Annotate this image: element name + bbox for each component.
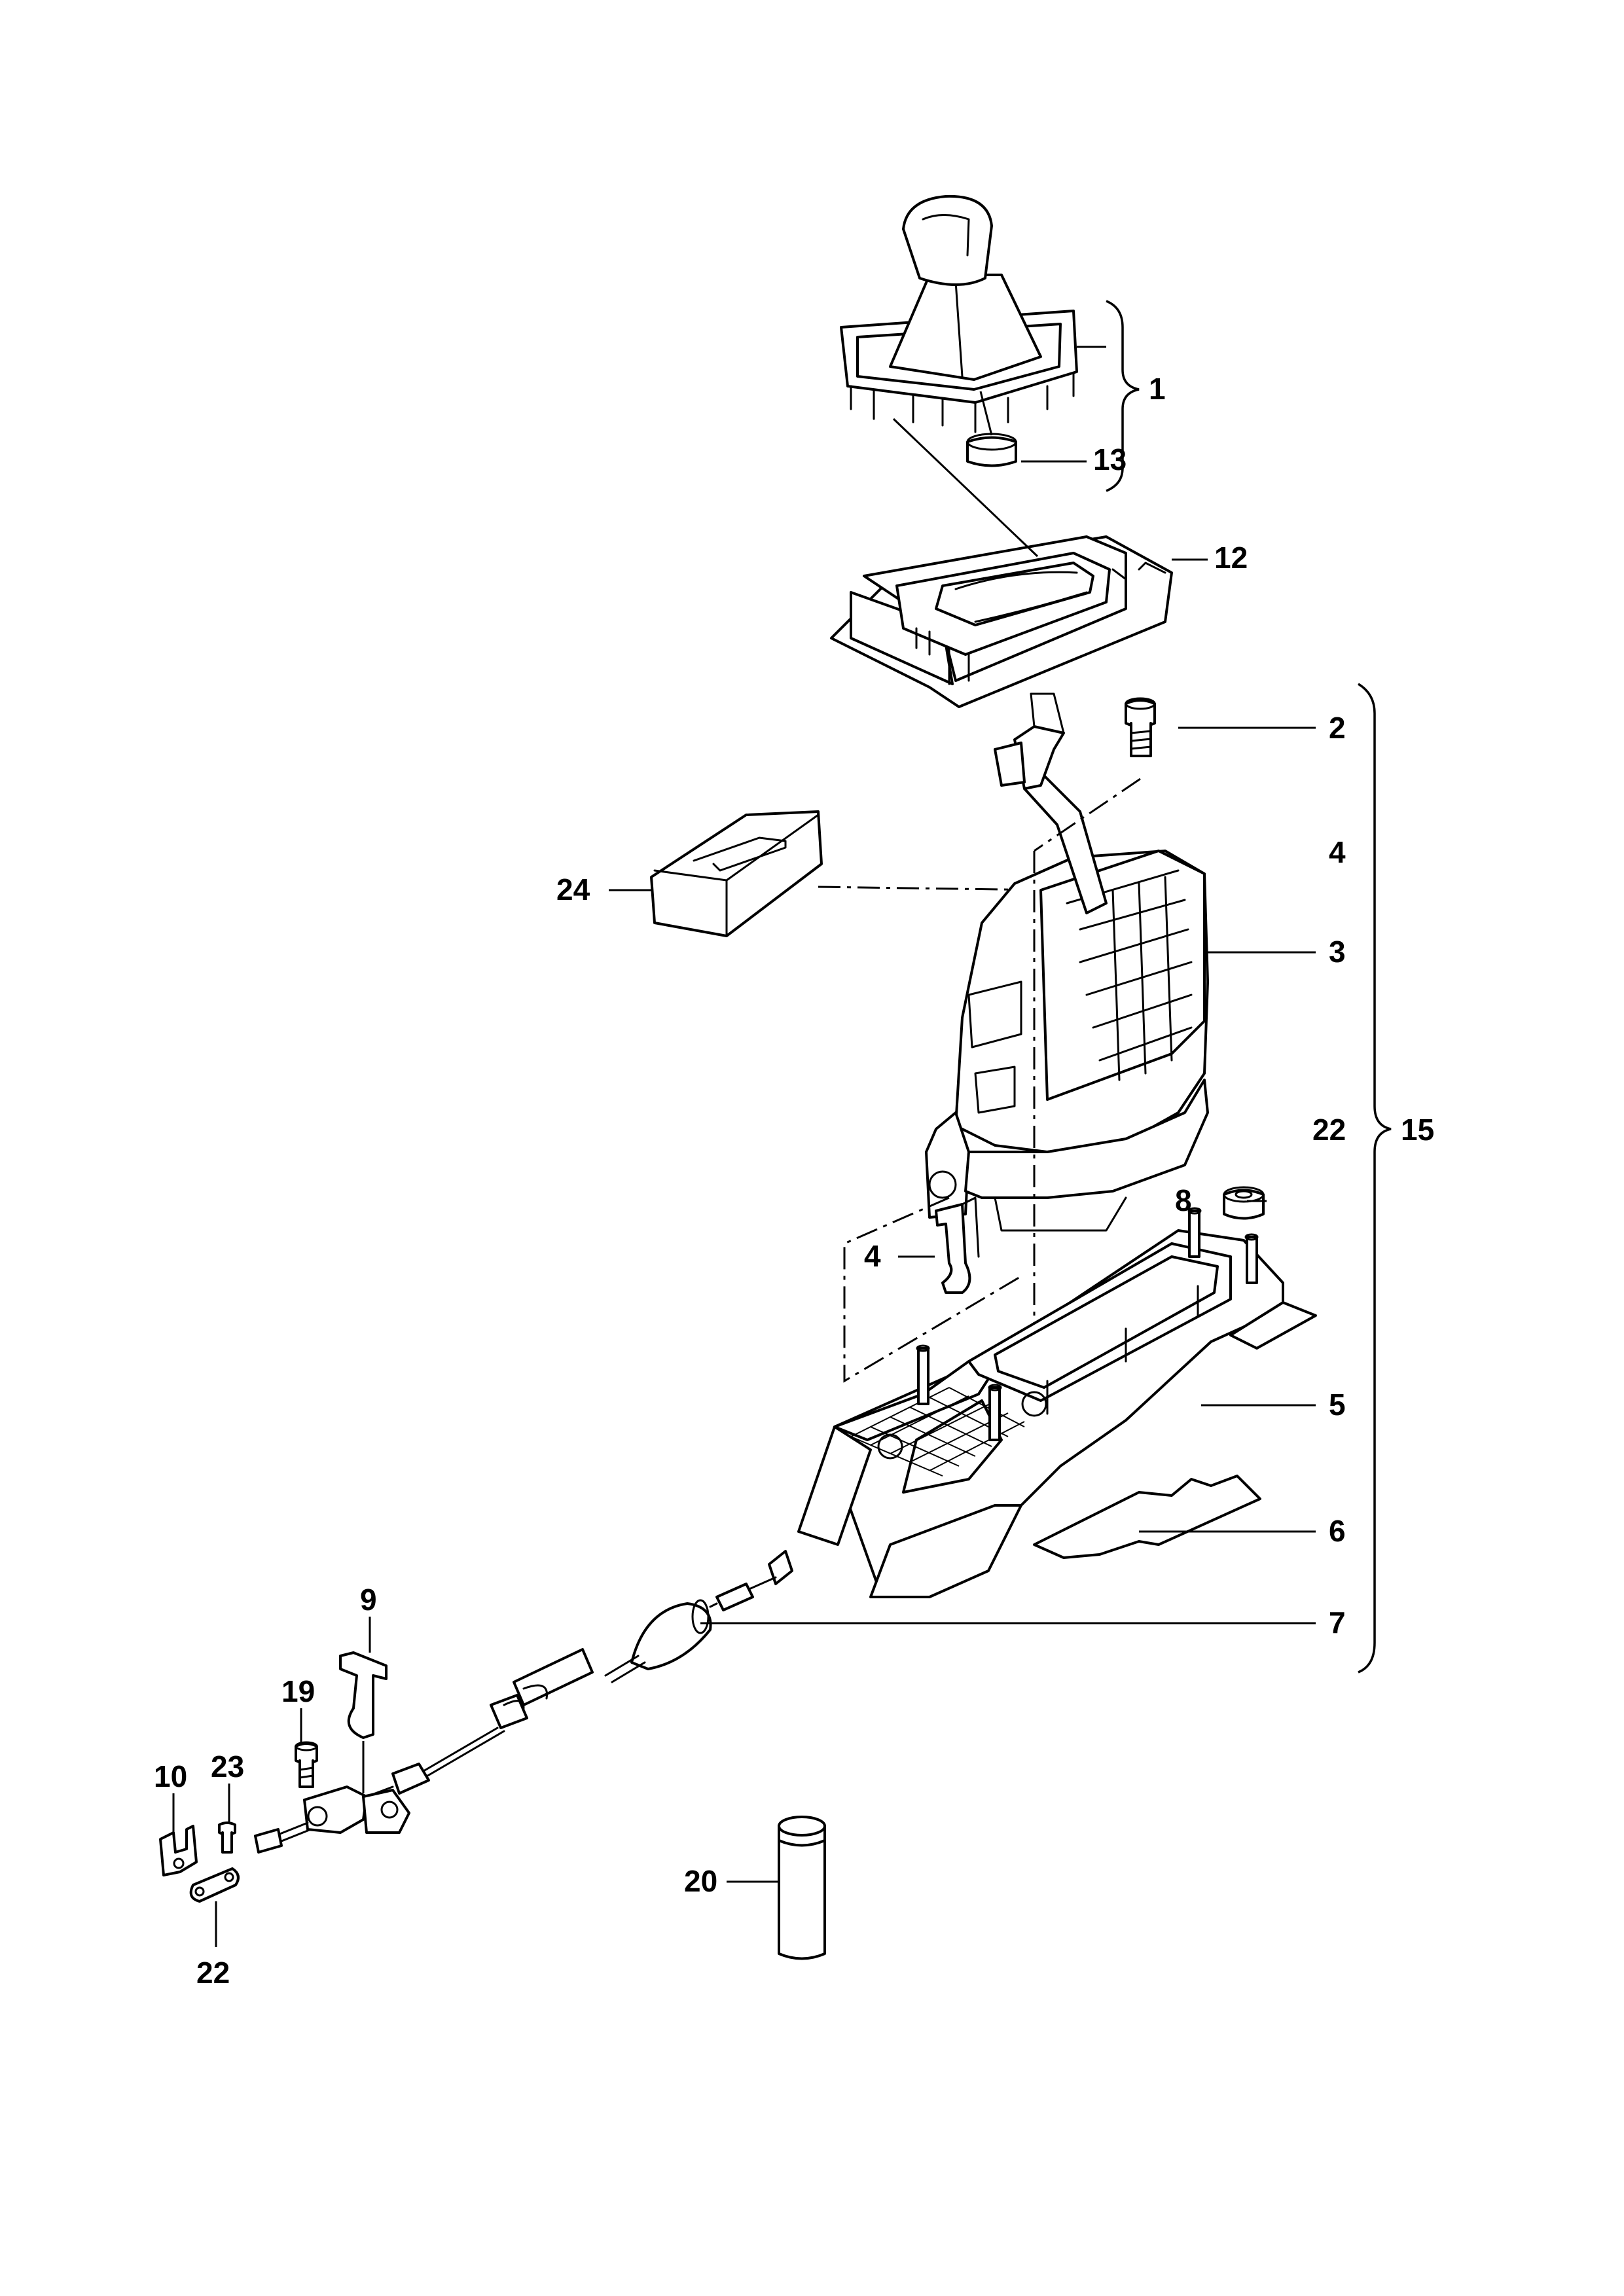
clip-9 <box>339 1651 388 1739</box>
link-22 <box>189 1867 240 1903</box>
callout-13: 13 <box>1093 442 1127 476</box>
shift-cable-7 <box>254 1550 793 1854</box>
screw-23 <box>218 1821 236 1854</box>
grease-tube-20 <box>778 1816 826 1960</box>
console-cover-12 <box>830 535 1173 708</box>
callout-12: 12 <box>1214 541 1248 575</box>
callout-23: 23 <box>211 1749 244 1784</box>
callout-15: 15 <box>1401 1113 1434 1147</box>
shift-lever <box>994 692 1108 914</box>
callout-5: 5 <box>1329 1388 1346 1422</box>
callout-9: 9 <box>360 1583 377 1617</box>
nut-8 <box>1223 1186 1265 1220</box>
callout-20: 20 <box>684 1864 717 1898</box>
bolt-2 <box>1125 697 1156 757</box>
callout-6: 6 <box>1329 1514 1346 1548</box>
callout-3: 3 <box>1329 935 1346 969</box>
bolt-19 <box>295 1741 318 1788</box>
clip-4 <box>935 1196 980 1294</box>
brace-group-15 <box>1358 683 1392 1674</box>
callout-4-right: 4 <box>1329 835 1346 869</box>
callout-7: 7 <box>1329 1605 1346 1640</box>
callout-2: 2 <box>1329 711 1346 745</box>
base-bracket-5 <box>797 1207 1317 1598</box>
callout-24: 24 <box>556 872 590 906</box>
selector-housing-3 <box>925 850 1209 1232</box>
callout-1: 1 <box>1149 372 1166 406</box>
ring-13 <box>966 433 1017 467</box>
foam-pad-6 <box>1033 1475 1261 1559</box>
callout-4-left: 4 <box>864 1239 881 1273</box>
bracket-10 <box>159 1825 198 1876</box>
callout-22-bottom: 22 <box>196 1956 230 1990</box>
callout-10: 10 <box>154 1759 187 1793</box>
callout-22-right: 22 <box>1312 1113 1346 1147</box>
pad-24 <box>650 810 823 937</box>
brace-group-1 <box>1106 300 1140 492</box>
callout-8: 8 <box>1175 1183 1192 1217</box>
gear-knob-assembly <box>840 194 1078 433</box>
callout-19: 19 <box>281 1674 315 1708</box>
